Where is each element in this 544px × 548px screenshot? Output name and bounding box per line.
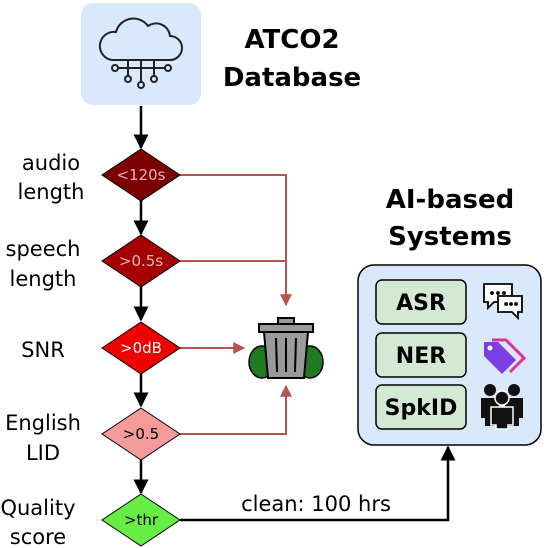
filter-label-line1: speech [6,237,81,261]
filter-label-line2: length [10,267,77,291]
filter-criterion: <120s [116,166,165,184]
reject-arrow-4 [180,384,292,435]
filter-label-line1: audio [22,151,80,175]
system-label: ASR [396,291,446,316]
filter-label-line2: LID [26,441,60,465]
filter-diamond [101,234,181,288]
filter-1: <120s audio length [18,148,181,204]
reject-arrow-1 [180,174,292,307]
cloud-database-icon [98,17,183,89]
system-label: NER [396,344,446,369]
system-item-asr: ASR [375,279,467,325]
filter-label-line2: length [18,180,85,204]
systems-title-line1: AI-based [386,185,514,215]
filter-criterion: >0.5 [123,425,159,443]
filter-criterion: >0.5s [119,252,163,270]
system-item-ner: NER [375,332,467,378]
filter-diamond [101,493,181,547]
database-box [81,3,201,105]
chat-bubbles-icon [483,283,523,321]
filter-label-line1: Quality [0,496,75,520]
system-item-spkid: SpkID [375,384,467,430]
filter-3: >0dB SNR [21,321,181,375]
filter-label-line2: score [10,525,66,548]
output-arrow [180,445,456,522]
filter-diamond [101,407,181,461]
system-label: SpkID [385,396,458,421]
filter-label-line1: SNR [21,338,65,362]
filter-4: >0.5 English LID [5,407,181,465]
filter-criterion: >0dB [120,339,162,357]
filter-label-line1: English [5,411,81,435]
database-title-line2: Database [223,63,361,93]
reject-arrows [180,174,292,435]
filter-criterion: >thr [124,511,159,529]
filter-5: >thr Quality score [0,493,181,548]
database-title-line1: ATCO2 [244,25,339,55]
filter-diamond [101,321,181,375]
output-label: clean: 100 hrs [241,492,391,516]
filter-2: >0.5s speech length [6,234,181,291]
trash-can-icon [248,317,324,379]
people-group-icon [481,384,523,430]
systems-title-line2: Systems [388,222,512,252]
filter-diamond [101,148,181,202]
tags-icon [484,338,527,374]
